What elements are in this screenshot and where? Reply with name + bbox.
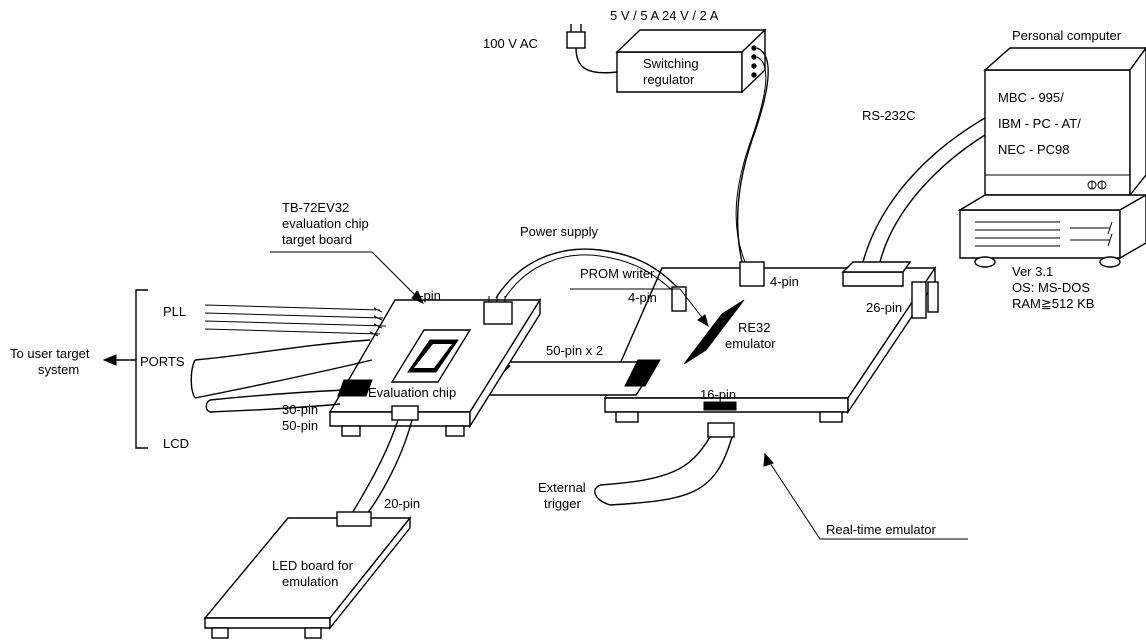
pin50-label: 50-pin: [282, 418, 318, 433]
external-trigger-label-line1: External: [538, 480, 586, 495]
pc-model-line3: NEC - PC98: [998, 142, 1070, 157]
target-board-label-line2: evaluation chip: [282, 216, 369, 231]
user-target-cables: [190, 304, 387, 413]
version-label: Ver 3.1: [1012, 264, 1053, 279]
pin4-label-left: 4-pin: [412, 288, 441, 303]
power-supply-cable: [495, 248, 678, 299]
external-trigger-cable: [599, 436, 711, 486]
pc-model-line2: IBM - PC - AT/: [998, 116, 1081, 131]
pll-label: PLL: [163, 304, 186, 319]
rs232c-label: RS-232C: [862, 108, 915, 123]
user-target-brace: [135, 289, 148, 449]
target-board-label-line3: target board: [282, 232, 352, 247]
pin4-label-mid: 4-pin: [628, 290, 657, 305]
personal-computer: [957, 46, 1146, 268]
user-target-label-line2: system: [38, 362, 79, 377]
ac-input-label: 100 V AC: [483, 36, 538, 51]
target-board-leader: [270, 251, 421, 301]
realtime-emulator-leader: [767, 459, 968, 540]
prom-writer-leader: [570, 288, 705, 321]
prom-writer-label: PROM writer: [580, 266, 655, 281]
lcd-label: LCD: [163, 436, 189, 451]
re32-label-line1: RE32: [738, 320, 771, 335]
pin30-label: 30-pin: [282, 402, 318, 417]
led-board: [203, 511, 412, 639]
ram-label: RAM≧512 KB: [1012, 296, 1094, 311]
power-rating-label: 5 V / 5 A 24 V / 2 A: [610, 8, 719, 23]
re32-label-line2: emulator: [725, 336, 776, 351]
os-label: OS: MS-DOS: [1012, 280, 1090, 295]
regulator-output-cable: [736, 47, 769, 263]
user-target-arrowhead: [102, 354, 117, 366]
pin4-label-right: 4-pin: [770, 274, 799, 289]
regulator-label-line2: regulator: [643, 72, 695, 87]
pc-model-line1: MBC - 995/: [998, 90, 1064, 105]
led-board-label-line2: emulation: [282, 574, 338, 589]
ports-label: PORTS: [140, 354, 185, 369]
ac-plug-icon: [566, 24, 618, 74]
power-supply-label: Power supply: [520, 224, 599, 239]
switching-regulator: [615, 28, 767, 94]
realtime-emulator-label: Real-time emulator: [826, 522, 936, 537]
rs232c-cable: [862, 117, 986, 263]
pin26-label: 26-pin: [866, 300, 902, 315]
target-board-label-line1: TB-72EV32: [282, 200, 349, 215]
pin20-label: 20-pin: [384, 496, 420, 511]
target-board: [328, 296, 542, 437]
pc-title: Personal computer: [1012, 28, 1122, 43]
pin16-label: 16-pin: [700, 387, 736, 402]
user-target-label-line1: To user target: [10, 346, 90, 361]
external-trigger-label-line2: trigger: [544, 496, 582, 511]
pin50x2-label: 50-pin x 2: [546, 343, 603, 358]
regulator-label-line1: Switching: [643, 56, 699, 71]
evaluation-chip-label: Evaluation chip: [368, 385, 456, 400]
led-board-label-line1: LED board for: [272, 558, 354, 573]
